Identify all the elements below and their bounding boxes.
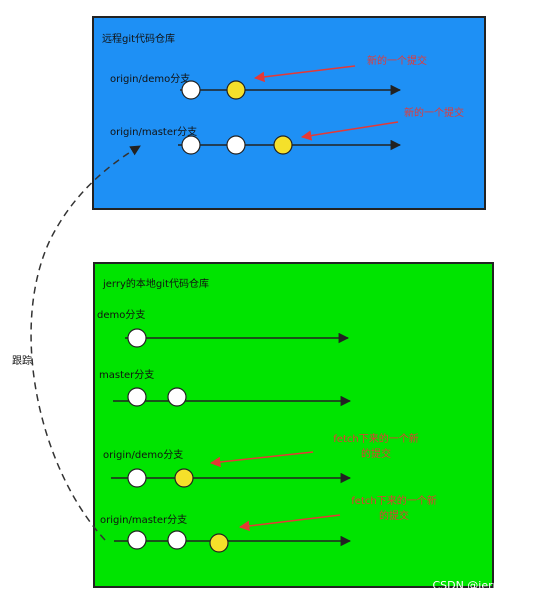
- local-origin-demo-note-arrow: [209, 451, 314, 468]
- local-origin-demo-note-line2: 的提交: [361, 449, 391, 460]
- local-master-commit-2: [167, 387, 187, 407]
- remote-origin-master-note: 新的一个提交: [404, 108, 464, 119]
- local-master-commit-1: [127, 387, 147, 407]
- remote-origin-master-commit-2: [226, 135, 246, 155]
- tracking-dashed-arrow: [30, 145, 141, 541]
- remote-origin-master-note-arrow: [300, 121, 399, 141]
- remote-origin-demo-note-arrow: [253, 65, 356, 83]
- tracking-label: 跟踪: [12, 356, 32, 367]
- local-origin-demo-label: origin/demo分支: [103, 450, 184, 461]
- local-demo-label: demo分支: [97, 310, 146, 321]
- local-origin-demo-note: fetch下来的一个新 的提交: [322, 430, 430, 460]
- local-origin-master-commit-new: [209, 533, 229, 553]
- remote-origin-demo-label: origin/demo分支: [110, 74, 191, 85]
- remote-origin-demo-note: 新的一个提交: [367, 56, 427, 67]
- local-origin-master-note: fetch下来的一个新 的提交: [340, 492, 448, 522]
- local-demo-commit-1: [127, 328, 147, 348]
- remote-repo-title: 远程git代码仓库: [102, 34, 176, 45]
- local-origin-demo-note-line1: fetch下来的一个新: [333, 434, 419, 445]
- local-master-label: master分支: [99, 370, 155, 381]
- local-repo-panel: jerry的本地git代码仓库: [93, 262, 494, 588]
- local-origin-master-note-arrow: [238, 514, 341, 532]
- remote-origin-master-commit-new: [273, 135, 293, 155]
- remote-origin-demo-commit-1: [181, 80, 201, 100]
- local-origin-master-commit-1: [127, 530, 147, 550]
- local-origin-master-note-line1: fetch下来的一个新: [351, 496, 437, 507]
- local-origin-master-note-line2: 的提交: [379, 511, 409, 522]
- remote-origin-master-commit-1: [181, 135, 201, 155]
- remote-origin-demo-commit-new: [226, 80, 246, 100]
- local-repo-title: jerry的本地git代码仓库: [103, 279, 209, 290]
- remote-repo-panel: 远程git代码仓库: [92, 16, 486, 210]
- local-origin-master-label: origin/master分支: [100, 515, 188, 526]
- remote-origin-master-label: origin/master分支: [110, 127, 198, 138]
- local-origin-demo-commit-new: [174, 468, 194, 488]
- local-origin-demo-commit-1: [127, 468, 147, 488]
- csdn-watermark: CSDN @jerry_dyy: [432, 579, 529, 592]
- local-origin-master-commit-2: [167, 530, 187, 550]
